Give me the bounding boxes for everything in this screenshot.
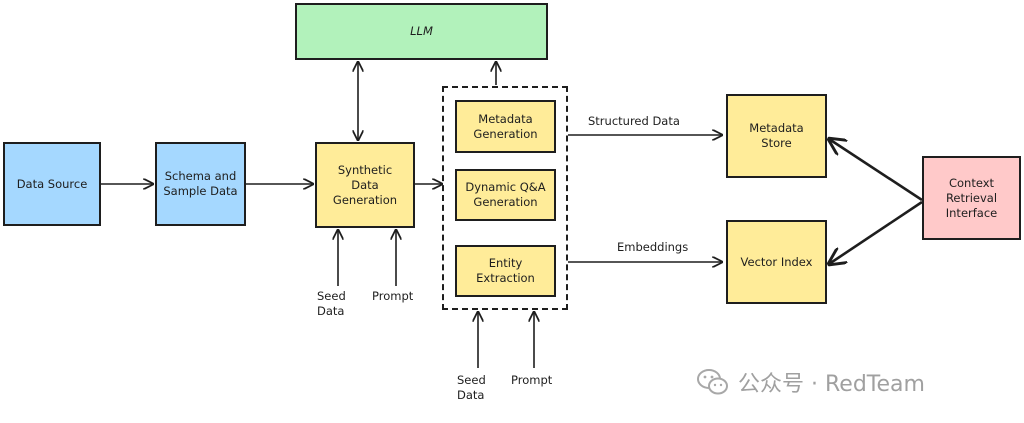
- watermark-text: 公众号 · RedTeam: [738, 372, 925, 397]
- schema-node: Schema and Sample Data: [155, 142, 246, 226]
- context-retrieval-node: Context Retrieval Interface: [922, 156, 1021, 240]
- llm-node: LLM: [295, 3, 548, 60]
- metadata-generation-node: Metadata Generation: [455, 100, 556, 153]
- dynamic-qa-label: Dynamic Q&A Generation: [465, 180, 546, 209]
- arrow-context-to-vector: [829, 200, 923, 264]
- extraction-group: [442, 86, 568, 310]
- metadata-store-node: Metadata Store: [726, 94, 827, 178]
- data-source-node: Data Source: [3, 142, 101, 226]
- structured-data-label: Structured Data: [588, 114, 680, 128]
- wechat-icon: [697, 369, 728, 395]
- data-source-label: Data Source: [16, 176, 88, 191]
- context-retrieval-label: Context Retrieval Interface: [945, 175, 998, 220]
- llm-label: LLM: [410, 24, 433, 38]
- metadata-generation-label: Metadata Generation: [473, 111, 538, 141]
- arrow-context-to-store: [829, 139, 923, 202]
- vector-index-label: Vector Index: [740, 254, 813, 269]
- seed-data-label-1: Seed Data: [317, 289, 346, 318]
- prompt-label-2: Prompt: [511, 373, 553, 387]
- entity-extraction-label: Entity Extraction: [476, 256, 535, 285]
- embeddings-label: Embeddings: [617, 240, 689, 254]
- vector-index-node: Vector Index: [726, 220, 827, 304]
- synthetic-label: Synthetic Data Generation: [332, 162, 398, 207]
- schema-label: Schema and Sample Data: [163, 169, 238, 198]
- metadata-store-label: Metadata Store: [749, 121, 804, 150]
- synthetic-node: Synthetic Data Generation: [315, 142, 415, 228]
- entity-extraction-node: Entity Extraction: [455, 245, 556, 297]
- seed-data-label-2: Seed Data: [457, 373, 486, 402]
- dynamic-qa-node: Dynamic Q&A Generation: [455, 169, 556, 221]
- watermark: 公众号 · RedTeam: [696, 366, 925, 398]
- prompt-label-1: Prompt: [372, 289, 414, 303]
